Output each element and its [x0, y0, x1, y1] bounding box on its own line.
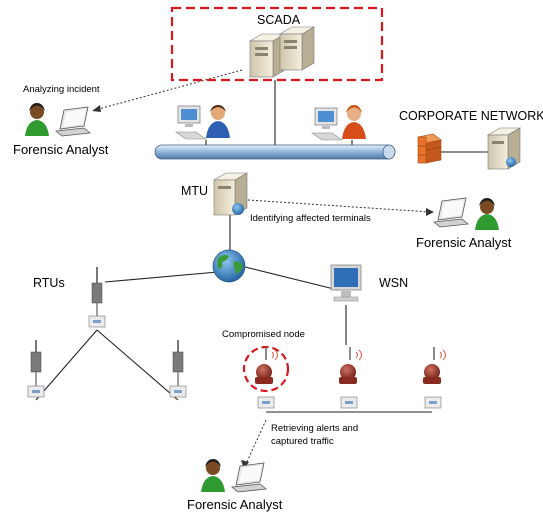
sensor-icon — [255, 347, 278, 384]
retrieving-label-line1: Retrieving alerts and — [271, 423, 359, 434]
laptop-icon — [231, 462, 267, 493]
wsn-label: WSN — [379, 276, 409, 290]
mote-icon — [257, 396, 275, 409]
rtu-icon — [27, 340, 45, 398]
user-icon — [475, 198, 499, 230]
user-icon — [342, 105, 366, 139]
globe-wsn-link — [244, 266, 339, 291]
identifying-arrow — [247, 199, 431, 213]
forensic-analyst-label: Forensic Analyst — [187, 497, 283, 512]
laptop-icon — [55, 106, 91, 137]
retrieving-label-line2: captured traffic — [271, 436, 334, 447]
user-icon — [25, 103, 49, 136]
scada-label: SCADA — [257, 13, 301, 27]
laptop-icon — [433, 197, 469, 228]
server-icon — [212, 172, 249, 216]
rtu-left-link — [35, 329, 98, 401]
server-icon — [278, 26, 316, 71]
workstation-icon — [311, 107, 343, 141]
retrieving-arrow — [244, 419, 267, 467]
mote-icon — [340, 396, 358, 409]
analyzing-incident-label: Analyzing incident — [23, 84, 100, 95]
dotted-arrows — [94, 69, 431, 467]
sensor-icon — [423, 347, 446, 384]
firewall-icon — [417, 133, 442, 164]
globe-icon — [212, 249, 246, 283]
server-icon — [486, 127, 522, 170]
forensic-analyst-label: Forensic Analyst — [13, 142, 109, 157]
sensor-icon — [339, 347, 362, 384]
user-icon — [206, 105, 230, 138]
monitor-icon — [330, 264, 362, 302]
rtu-right-link — [96, 329, 179, 401]
rtus-label: RTUs — [33, 276, 65, 290]
forensic-analyst-label: Forensic Analyst — [416, 235, 512, 250]
mtu-label: MTU — [181, 184, 209, 198]
scada-box — [170, 6, 384, 82]
workstation-icon — [175, 105, 207, 140]
rtu-icon — [169, 340, 187, 398]
arrowheads — [92, 105, 434, 469]
corporate-network-label: CORPORATE NETWORK — [399, 109, 543, 123]
network-bus — [154, 144, 396, 160]
identifying-terminals-label: Identifying affected terminals — [250, 213, 371, 224]
mote-icon — [424, 396, 442, 409]
compromised-node-label: Compromised node — [222, 329, 305, 340]
analyzing-arrow — [94, 69, 243, 111]
user-icon — [201, 459, 225, 492]
rtu-icon — [88, 267, 106, 328]
